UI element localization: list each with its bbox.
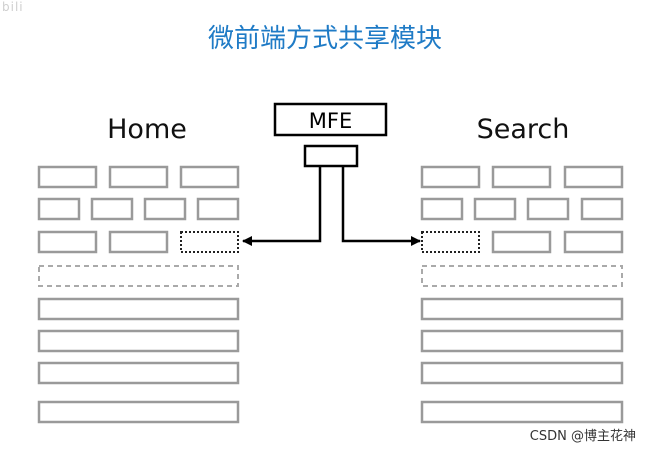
home-block bbox=[37, 230, 98, 254]
home-block bbox=[179, 165, 240, 189]
mfe-label: MFE bbox=[309, 109, 352, 133]
search-block bbox=[491, 230, 552, 254]
search-row bbox=[420, 329, 624, 353]
home-page-layout bbox=[37, 165, 240, 424]
search-row bbox=[420, 297, 624, 321]
home-row bbox=[37, 297, 240, 321]
arrow-to-home bbox=[242, 166, 322, 246]
search-block bbox=[420, 197, 464, 221]
search-page-label: Search bbox=[476, 114, 570, 145]
home-dashed-row bbox=[38, 265, 239, 287]
bilibili-watermark: bili bbox=[2, 0, 24, 14]
home-block bbox=[37, 197, 81, 221]
search-dashed-row bbox=[421, 265, 623, 287]
arrow-to-search bbox=[341, 166, 421, 246]
search-shared-module-slot bbox=[421, 231, 480, 253]
home-block bbox=[37, 165, 98, 189]
home-shared-module-slot bbox=[180, 231, 239, 253]
mfe-module: MFE bbox=[273, 102, 388, 168]
search-row bbox=[420, 400, 624, 424]
home-block bbox=[143, 197, 187, 221]
search-page-layout bbox=[420, 165, 624, 424]
search-row bbox=[420, 361, 624, 385]
home-row bbox=[37, 400, 240, 424]
home-block bbox=[108, 230, 169, 254]
search-block bbox=[526, 197, 570, 221]
home-block bbox=[90, 197, 134, 221]
connectors bbox=[242, 166, 421, 246]
home-page-label: Home bbox=[107, 114, 187, 145]
home-row bbox=[37, 329, 240, 353]
search-block bbox=[563, 230, 624, 254]
mfe-component-box bbox=[303, 144, 359, 168]
diagram-title: 微前端方式共享模块 bbox=[207, 24, 442, 54]
search-block bbox=[580, 197, 624, 221]
search-block bbox=[491, 165, 552, 189]
search-block bbox=[420, 165, 481, 189]
search-block bbox=[473, 197, 517, 221]
home-block bbox=[196, 197, 240, 221]
search-block bbox=[563, 165, 624, 189]
csdn-credit: CSDN @博主花神 bbox=[529, 429, 636, 444]
home-row bbox=[37, 361, 240, 385]
home-block bbox=[108, 165, 169, 189]
mfe-box bbox=[273, 102, 388, 137]
